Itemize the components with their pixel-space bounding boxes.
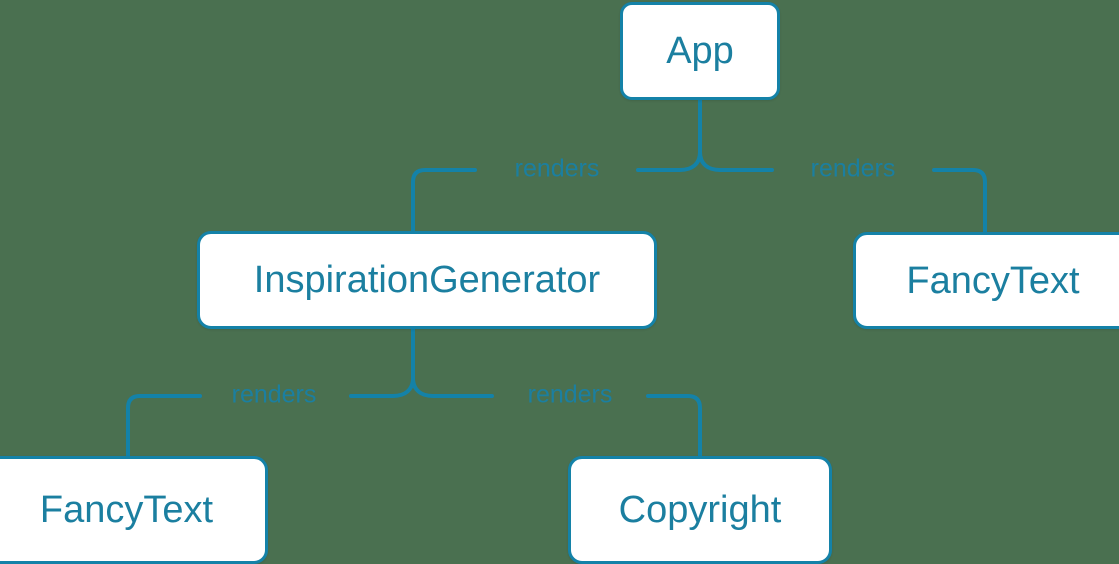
node-fancytext-right-label: FancyText [906,259,1080,302]
edge-inspgen-to-fancyleft-right [349,376,415,398]
edge-label-app-fancytext-right: renders [810,154,896,183]
edge-inspgen-to-copyright-left [411,376,494,398]
edge-label-app-inspgen: renders [514,154,600,183]
node-inspiration-generator-label: InspirationGenerator [253,259,601,301]
edge-app-to-fancyright-right [932,168,987,234]
node-inspiration-generator[interactable]: InspirationGenerator [197,231,657,329]
node-copyright-label: Copyright [618,489,782,531]
node-fancytext-left[interactable]: FancyText [0,456,268,564]
node-app[interactable]: App [620,2,780,100]
edge-inspgen-to-copyright-right [646,394,702,458]
edge-inspgen-to-fancyleft-left [126,394,202,458]
edge-app-to-inspgen-left [636,150,702,172]
node-fancytext-right[interactable]: FancyText [853,232,1119,329]
edge-label-inspgen-copyright: renders [527,380,613,409]
edge-app-to-inspgen-right [411,168,477,233]
node-app-label: App [666,30,734,72]
edge-app-to-fancyright-left [698,150,774,172]
node-copyright[interactable]: Copyright [568,456,832,564]
node-fancytext-left-label: FancyText [39,489,214,531]
edge-label-inspgen-fancytext-left: renders [231,380,317,409]
